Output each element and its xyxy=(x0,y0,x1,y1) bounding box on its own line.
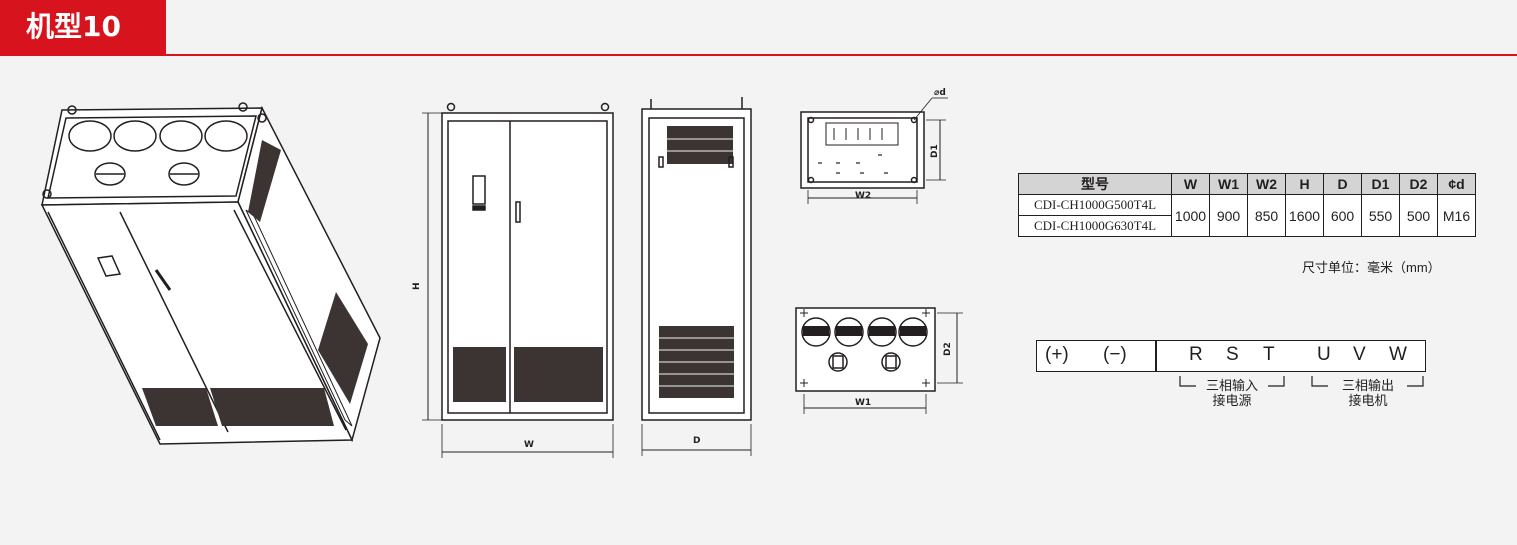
spec-table: 型号 W W1 W2 H D D1 D2 ¢d CDI-CH1000G500T4… xyxy=(1018,173,1476,237)
header-w: W xyxy=(1171,173,1210,195)
header-phi-d: ¢d xyxy=(1437,173,1476,195)
page-title: 机型10 xyxy=(0,0,166,54)
front-view-drawing xyxy=(422,102,614,458)
input-label: 三相输入 接电源 xyxy=(1200,378,1264,408)
bottom-mounting-view-drawing xyxy=(800,97,948,204)
dim-label-d: D xyxy=(693,436,700,446)
terminal-r: R xyxy=(1189,344,1203,365)
header-w2: W2 xyxy=(1247,173,1286,195)
value-d: 600 xyxy=(1323,194,1362,237)
dim-label-d1: D1 xyxy=(930,144,940,158)
terminal-brackets xyxy=(1179,376,1424,387)
table-row: CDI-CH1000G500T4L 1000 900 850 1600 600 … xyxy=(1018,194,1476,237)
terminal-w: W xyxy=(1389,344,1407,365)
output-label-line-1: 三相输出 xyxy=(1341,378,1394,393)
value-d2: 500 xyxy=(1399,194,1438,237)
value-phi-d: M16 xyxy=(1437,194,1476,237)
output-label-line-2: 接电机 xyxy=(1348,393,1388,408)
model-name: CDI-CH1000G500T4L xyxy=(1018,194,1172,216)
terminal-strip: (+) (−) R S T U V W xyxy=(1036,340,1426,372)
dim-label-h: H xyxy=(412,282,422,290)
dim-label-w1: W1 xyxy=(855,398,871,408)
terminal-dc-minus: (−) xyxy=(1103,344,1127,365)
model-name: CDI-CH1000G630T4L xyxy=(1018,215,1172,237)
value-h: 1600 xyxy=(1285,194,1324,237)
side-view-drawing xyxy=(641,97,752,456)
dim-label-w2: W2 xyxy=(855,191,871,201)
terminal-dc-plus: (+) xyxy=(1045,344,1069,365)
unit-note: 尺寸单位：毫米（mm） xyxy=(1302,260,1441,275)
terminal-v: V xyxy=(1353,344,1366,365)
value-d1: 550 xyxy=(1361,194,1400,237)
value-w1: 900 xyxy=(1209,194,1248,237)
terminal-s: S xyxy=(1226,344,1239,365)
output-label: 三相输出 接电机 xyxy=(1332,378,1404,408)
header-w1: W1 xyxy=(1209,173,1248,195)
value-w: 1000 xyxy=(1171,194,1210,237)
isometric-cabinet-drawing xyxy=(40,102,381,445)
header-d1: D1 xyxy=(1361,173,1400,195)
terminal-divider xyxy=(1155,341,1157,371)
value-w2: 850 xyxy=(1247,194,1286,237)
header-d2: D2 xyxy=(1399,173,1438,195)
header-model: 型号 xyxy=(1018,173,1172,195)
input-label-line-1: 三相输入 xyxy=(1205,378,1258,393)
header-d: D xyxy=(1323,173,1362,195)
dim-label-phi-d: ⌀d xyxy=(934,88,946,98)
input-label-line-2: 接电源 xyxy=(1212,393,1252,408)
spec-table-header-row: 型号 W W1 W2 H D D1 D2 ¢d xyxy=(1018,173,1476,195)
dim-label-d2: D2 xyxy=(943,342,953,356)
dim-label-w: W xyxy=(524,440,534,450)
table-row: CDI-CH1000G630T4L xyxy=(1018,215,1476,237)
terminal-u: U xyxy=(1317,344,1331,365)
title-underline xyxy=(0,54,1517,56)
terminal-t: T xyxy=(1263,344,1275,365)
top-cable-view-drawing xyxy=(795,307,963,414)
header-h: H xyxy=(1285,173,1324,195)
